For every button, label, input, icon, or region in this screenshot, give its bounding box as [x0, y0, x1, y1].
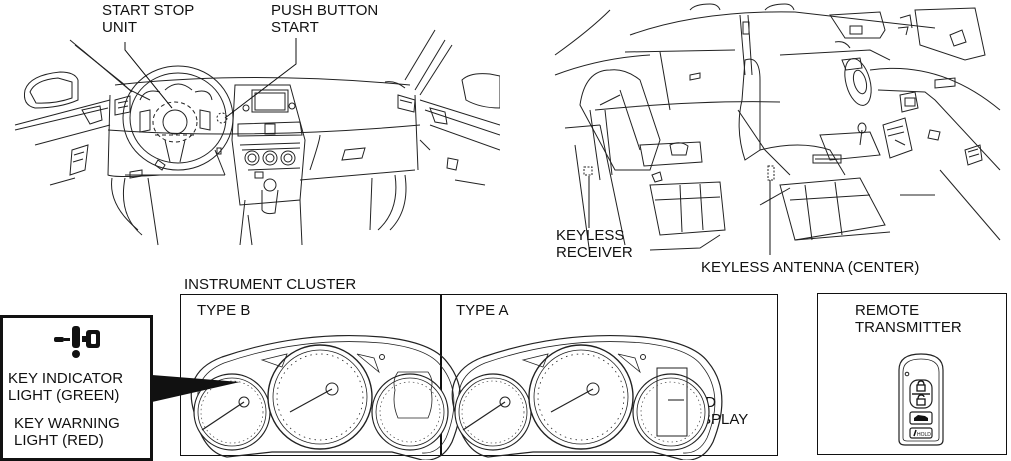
rear-seat-back: [579, 69, 661, 171]
keyless-receiver-label: KEYLESS RECEIVER: [556, 227, 633, 261]
left-mirror: [24, 71, 79, 109]
keyless-antenna-label: KEYLESS ANTENNA (CENTER): [701, 259, 920, 276]
hvac-knob-left: [244, 150, 260, 166]
key-warning-light-label: KEY WARNING LIGHT (RED): [14, 415, 120, 449]
hvac-knob-right: [280, 150, 296, 166]
push-button-start-label: PUSH BUTTON START: [271, 2, 379, 36]
hvac-knob-center: [262, 150, 278, 166]
keyless-antenna-marker: [767, 165, 775, 181]
hold-label: HOLD: [917, 432, 931, 438]
cabin-steering-wheel: [844, 58, 872, 106]
push-button-leader: [224, 38, 297, 119]
key-light-box: [0, 315, 153, 461]
remote-transmitter-illustration: HOLD: [898, 353, 944, 446]
start-stop-unit-label: START STOP UNIT: [102, 2, 195, 36]
dashboard-illustration: [14, 29, 500, 246]
key-warning-icon: [54, 326, 100, 358]
key-indicator-light-label: KEY INDICATOR LIGHT (GREEN): [8, 370, 124, 404]
unlock-icon: [916, 394, 926, 406]
instrument-cluster-title: INSTRUMENT CLUSTER: [184, 276, 357, 293]
trunk-icon: [914, 415, 928, 421]
type-b-label: TYPE B: [197, 302, 251, 319]
rear-armrest: [639, 141, 703, 167]
cluster-divider: [440, 294, 442, 456]
remote-transmitter-title: REMOTE TRANSMITTER: [855, 302, 962, 336]
keyless-receiver-marker: [583, 166, 593, 176]
push-button-marker: [216, 112, 228, 124]
front-seat: [738, 58, 761, 161]
trunk-button: [909, 411, 933, 425]
start-stop-leader: [124, 42, 173, 109]
lock-icon: [916, 380, 926, 392]
sun-visor-left: [829, 11, 886, 39]
hold-button: [909, 427, 933, 439]
lock-button: [909, 379, 933, 409]
lcd-display-label: LCD DISPLAY: [686, 394, 749, 428]
type-a-label: TYPE A: [456, 302, 509, 319]
gear-shifter: [261, 189, 279, 215]
sun-visor-right: [914, 7, 986, 61]
